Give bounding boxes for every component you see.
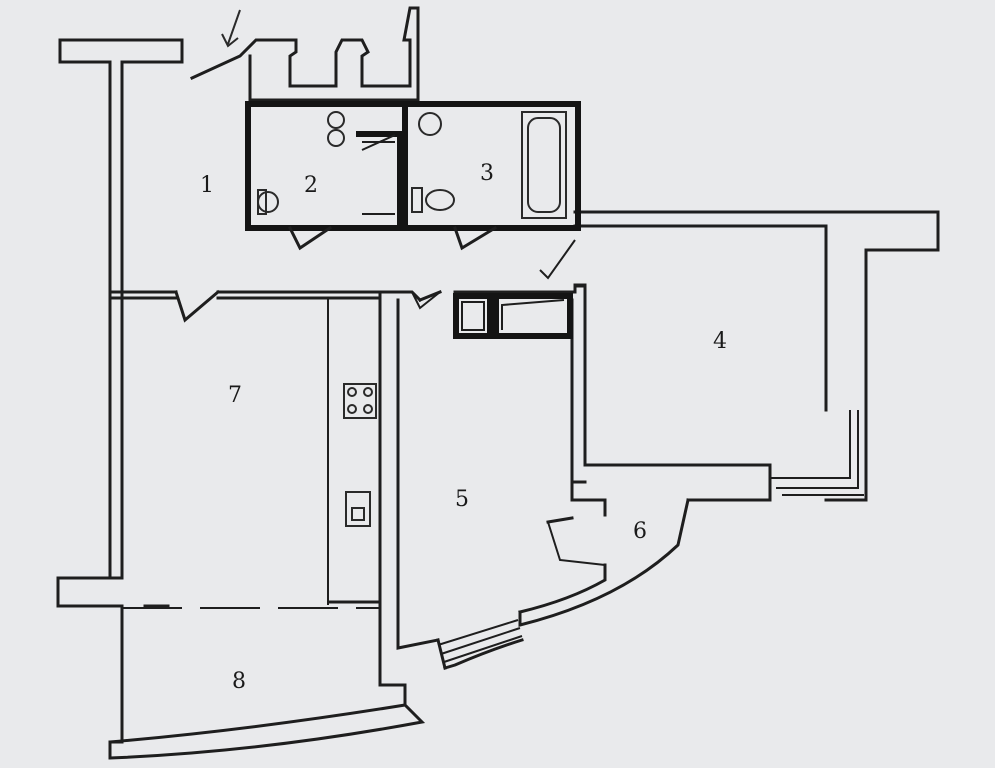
room-label-2: 2 — [304, 173, 318, 198]
sink-icon — [327, 111, 345, 147]
interior-walls — [110, 239, 606, 609]
room-label-6: 6 — [633, 519, 647, 544]
sink-icon — [418, 112, 442, 136]
toilet-icon — [411, 187, 455, 213]
room-label-4: 4 — [713, 329, 727, 354]
room-label-7: 7 — [228, 383, 242, 408]
wardrobe-icon — [453, 293, 573, 339]
stove-icon — [343, 383, 377, 419]
outer-walls — [56, 6, 940, 760]
toilet-icon — [257, 189, 279, 215]
bathroom-block — [245, 101, 581, 251]
windows — [437, 410, 864, 663]
room-labels: 1 2 3 4 5 6 7 8 — [200, 161, 727, 694]
fixtures — [221, 9, 573, 527]
room-label-8: 8 — [232, 669, 246, 694]
room-label-1: 1 — [200, 173, 214, 198]
room-label-5: 5 — [455, 487, 469, 512]
entrance-arrow-icon — [221, 9, 241, 48]
kitchen-sink-icon — [345, 491, 371, 527]
bathtub-icon — [521, 111, 567, 219]
room-label-3: 3 — [480, 161, 494, 186]
